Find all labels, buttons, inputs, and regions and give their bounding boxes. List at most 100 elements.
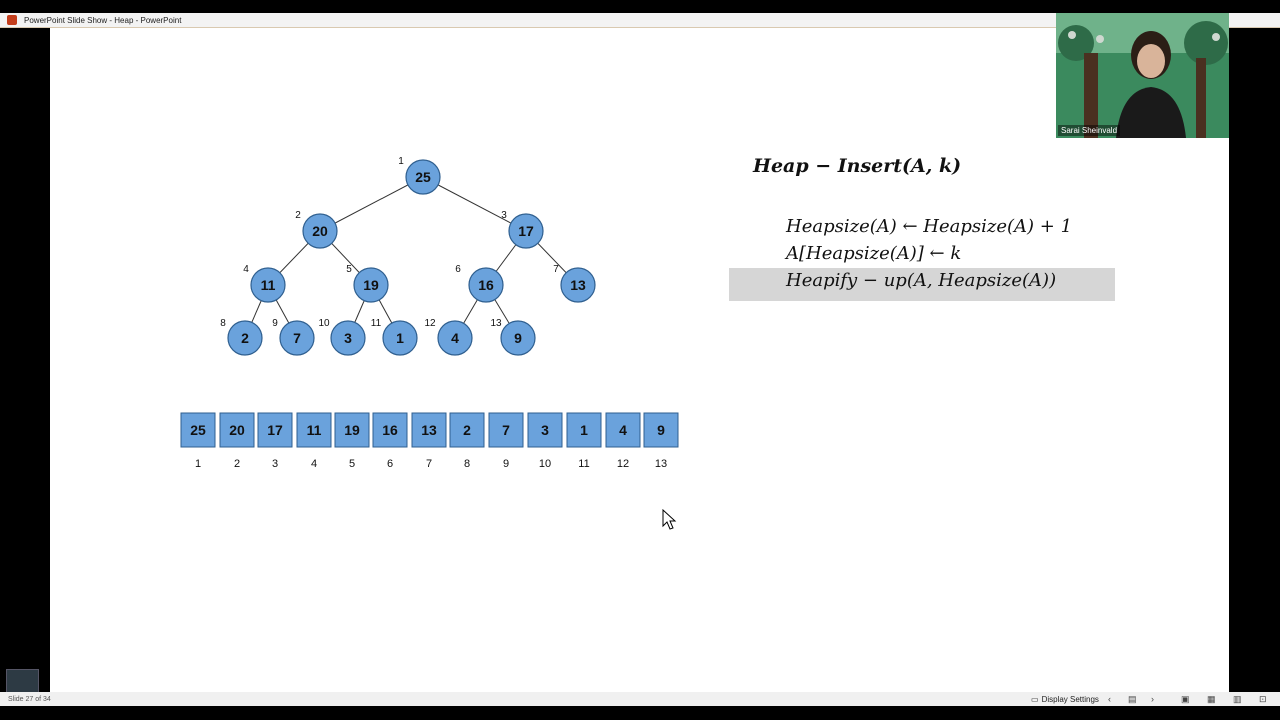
array-cell — [527, 412, 563, 448]
array-cell — [605, 412, 641, 448]
tree-node-index: 9 — [272, 318, 278, 329]
array-index-label: 4 — [311, 458, 317, 470]
tree-node — [227, 320, 263, 356]
tree-node — [250, 267, 286, 303]
array-index-label: 7 — [426, 458, 432, 470]
array-index-label: 6 — [387, 458, 393, 470]
tree-node-value: 4 — [451, 330, 459, 346]
array-cell — [257, 412, 293, 448]
algorithm-line-1: Heapsize(A) ← Heapsize(A) + 1 — [786, 216, 1073, 237]
presenter-name: Sarai Sheinvald — [1058, 125, 1121, 136]
tree-node-value: 20 — [312, 223, 328, 239]
tree-node-value: 17 — [518, 223, 534, 239]
array-cell-value: 9 — [657, 422, 665, 438]
tree-node-value: 2 — [241, 330, 249, 346]
array-cell — [219, 412, 255, 448]
tree-node-value: 11 — [261, 277, 276, 293]
normal-view-icon[interactable]: ▣ — [1181, 693, 1190, 704]
tree-node — [468, 267, 504, 303]
tree-node-value: 7 — [293, 330, 301, 346]
tree-node — [302, 213, 338, 249]
monitor-icon: ▭ — [1031, 694, 1039, 704]
array-cell-value: 25 — [190, 422, 206, 438]
array-cell — [296, 412, 332, 448]
mouse-cursor-icon — [662, 509, 677, 530]
array-cell-value: 4 — [619, 422, 627, 438]
display-settings-button[interactable]: ▭ Display Settings — [1031, 695, 1099, 704]
tree-node-index: 10 — [318, 318, 330, 329]
slide-sorter-icon[interactable]: ▤ — [1128, 693, 1137, 704]
tree-node — [500, 320, 536, 356]
heap-diagram: 2512021731141951661372879310111412913251… — [180, 156, 679, 470]
slideshow-status-bar: Slide 27 of 34 ▭ Display Settings ‹ ▤ › … — [0, 692, 1280, 706]
tree-node-value: 3 — [344, 330, 352, 346]
array-cell — [488, 412, 524, 448]
algorithm-line-3: Heapify − up(A, Heapsize(A)) — [786, 270, 1057, 291]
algorithm-title: Heap − Insert(A, k) — [753, 155, 962, 177]
array-index-label: 12 — [617, 458, 629, 470]
array-cell — [180, 412, 216, 448]
tree-node — [560, 267, 596, 303]
tree-node — [508, 213, 544, 249]
tree-node-value: 25 — [415, 169, 431, 185]
array-cell-value: 2 — [463, 422, 471, 438]
presenter-webcam: Sarai Sheinvald — [1056, 13, 1229, 138]
array-cell-value: 13 — [421, 422, 437, 438]
tree-node — [330, 320, 366, 356]
array-cell-value: 20 — [229, 422, 245, 438]
array-index-label: 2 — [234, 458, 240, 470]
next-slide-icon[interactable]: › — [1151, 694, 1154, 704]
array-index-label: 1 — [195, 458, 201, 470]
presenter-avatar — [1116, 31, 1186, 138]
tree-node-index: 3 — [501, 210, 507, 221]
array-cell-value: 19 — [344, 422, 360, 438]
array-cell-value: 17 — [267, 422, 283, 438]
tree-node-index: 11 — [371, 318, 382, 329]
tree-node — [382, 320, 418, 356]
tree-node-index: 2 — [295, 210, 301, 221]
array-cell-value: 3 — [541, 422, 549, 438]
array-index-label: 10 — [539, 458, 551, 470]
tree-node-index: 8 — [220, 318, 226, 329]
array-cell-value: 11 — [307, 422, 322, 438]
tree-node-index: 6 — [455, 264, 461, 275]
array-index-label: 5 — [349, 458, 355, 470]
tree-node-index: 7 — [553, 264, 559, 275]
array-cell-value: 16 — [382, 422, 398, 438]
algorithm-line-2: A[Heapsize(A)] ← k — [786, 243, 962, 264]
array-cell — [449, 412, 485, 448]
tree-node-value: 1 — [396, 330, 404, 346]
tree-node — [405, 159, 441, 195]
tree-node — [437, 320, 473, 356]
array-index-label: 9 — [503, 458, 509, 470]
slideshow-icon[interactable]: ⊡ — [1259, 693, 1267, 704]
tree-node — [353, 267, 389, 303]
tree-node-value: 13 — [570, 277, 586, 293]
tree-node-index: 12 — [424, 318, 436, 329]
tree-node-index: 13 — [490, 318, 502, 329]
highlighted-line-background — [729, 268, 1115, 301]
powerpoint-icon — [7, 15, 17, 25]
slide-counter: Slide 27 of 34 — [8, 695, 51, 703]
array-cell — [566, 412, 602, 448]
tree-node-value: 19 — [363, 277, 379, 293]
tree-node-index: 5 — [346, 264, 352, 275]
window-title: PowerPoint Slide Show - Heap - PowerPoin… — [24, 15, 182, 25]
reading-view-icon[interactable]: ▥ — [1233, 693, 1242, 704]
array-index-label: 3 — [272, 458, 278, 470]
grid-view-icon[interactable]: ▦ — [1207, 693, 1216, 704]
display-settings-label: Display Settings — [1041, 694, 1099, 704]
tree-node-value: 16 — [478, 277, 494, 293]
array-cell — [411, 412, 447, 448]
tree-node-value: 9 — [514, 330, 522, 346]
array-cell-value: 7 — [502, 422, 510, 438]
tree-node-index: 4 — [243, 264, 249, 275]
array-cell-value: 1 — [580, 422, 588, 438]
tree-node — [279, 320, 315, 356]
tree-edge — [422, 176, 527, 232]
window-title-bar: PowerPoint Slide Show - Heap - PowerPoin… — [0, 13, 1280, 28]
array-index-label: 13 — [655, 458, 667, 470]
previous-slide-icon[interactable]: ‹ — [1108, 694, 1111, 704]
